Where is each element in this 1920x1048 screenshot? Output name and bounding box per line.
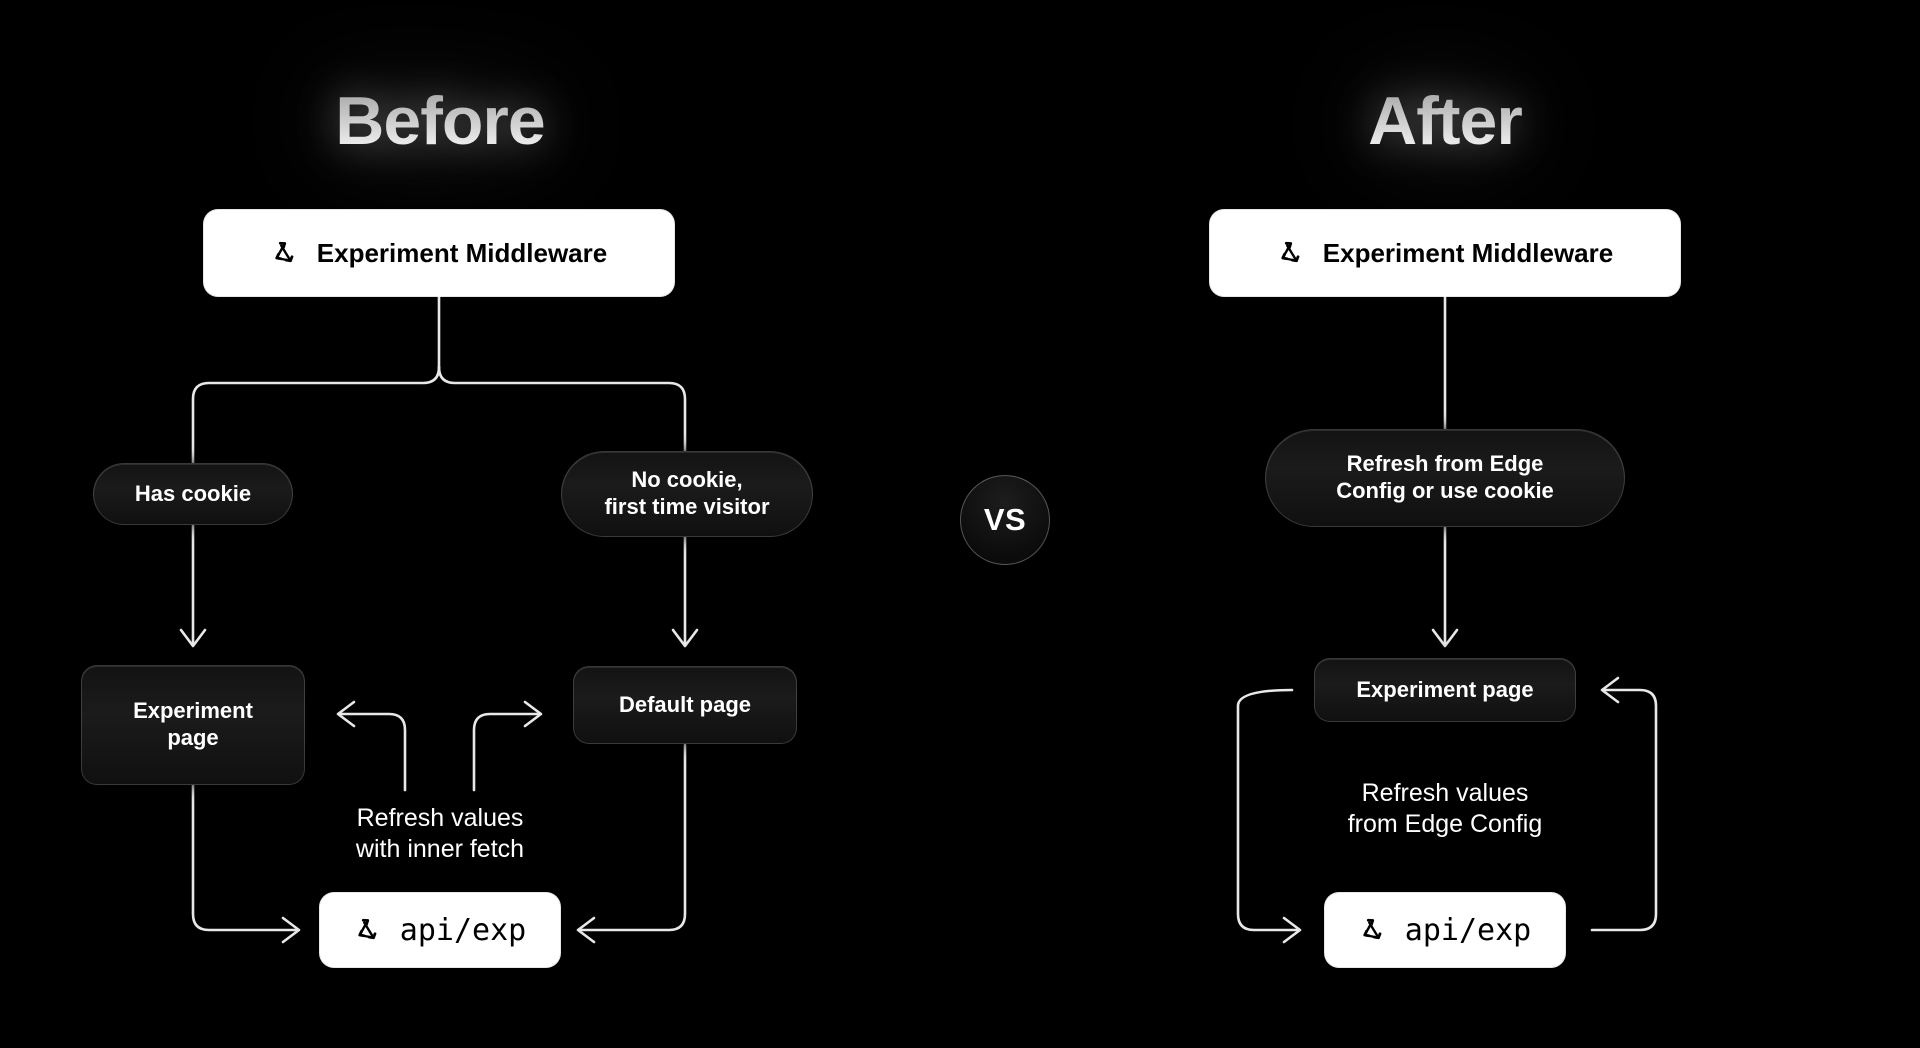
left-no-cookie-label: No cookie, first time visitor [604,467,770,519]
arrow-right-loop-out [1282,916,1302,944]
vercel-cycle-icon [354,915,384,945]
left-experiment-page-node[interactable]: Experiment page [81,665,305,785]
right-experiment-page-node[interactable]: Experiment page [1314,658,1576,722]
arrow-left-innerfetch-right [523,700,543,728]
vercel-cycle-icon [1277,238,1307,268]
left-default-page-label: Default page [618,691,752,717]
wire-left-fork-left [191,365,441,477]
vs-badge: VS [960,475,1050,565]
arrow-left-innerfetch-left [336,700,356,728]
left-api-exp-label: api/exp [399,912,527,948]
arrow-left-hascookie [179,628,207,648]
after-title: After [1205,82,1685,160]
left-middleware-label: Experiment Middleware [316,237,608,268]
right-experiment-page-label: Experiment page [1356,676,1534,702]
left-has-cookie-label: Has cookie [134,480,252,506]
right-experiment-middleware-node[interactable]: Experiment Middleware [1210,210,1680,296]
left-has-cookie-node[interactable]: Has cookie [93,463,293,525]
left-refresh-note: Refresh values with inner fetch [355,804,525,863]
wire-right-loop-back [1590,688,1658,932]
arrow-left-exp-to-api [281,916,301,944]
arrow-right-loop-back [1600,676,1620,704]
wire-right-loop-out [1236,688,1300,932]
right-middleware-label: Experiment Middleware [1322,237,1614,268]
wire-left-exp-to-api [191,782,299,932]
left-experiment-middleware-node[interactable]: Experiment Middleware [204,210,674,296]
right-api-exp-node[interactable]: api/exp [1325,893,1565,967]
arrow-left-default-to-api [576,916,596,944]
wire-left-innerfetch-left [338,712,407,792]
arrow-right-refresh-down [1431,628,1459,648]
left-default-page-node[interactable]: Default page [573,666,797,744]
right-refresh-note: Refresh values from Edge Config [1347,779,1543,838]
arrow-left-nocookie [671,628,699,648]
right-refresh-edge-config-node[interactable]: Refresh from Edge Config or use cookie [1265,429,1625,527]
left-no-cookie-node[interactable]: No cookie, first time visitor [561,451,813,537]
left-experiment-page-label: Experiment page [133,698,253,750]
vercel-cycle-icon [1359,915,1389,945]
wire-left-default-to-api [578,743,687,932]
right-api-exp-label: api/exp [1404,912,1532,948]
before-title: Before [200,82,680,160]
wire-left-innerfetch-right [472,712,541,792]
left-api-exp-node[interactable]: api/exp [320,893,560,967]
vercel-cycle-icon [271,238,301,268]
right-refresh-edge-config-label: Refresh from Edge Config or use cookie [1336,451,1554,503]
